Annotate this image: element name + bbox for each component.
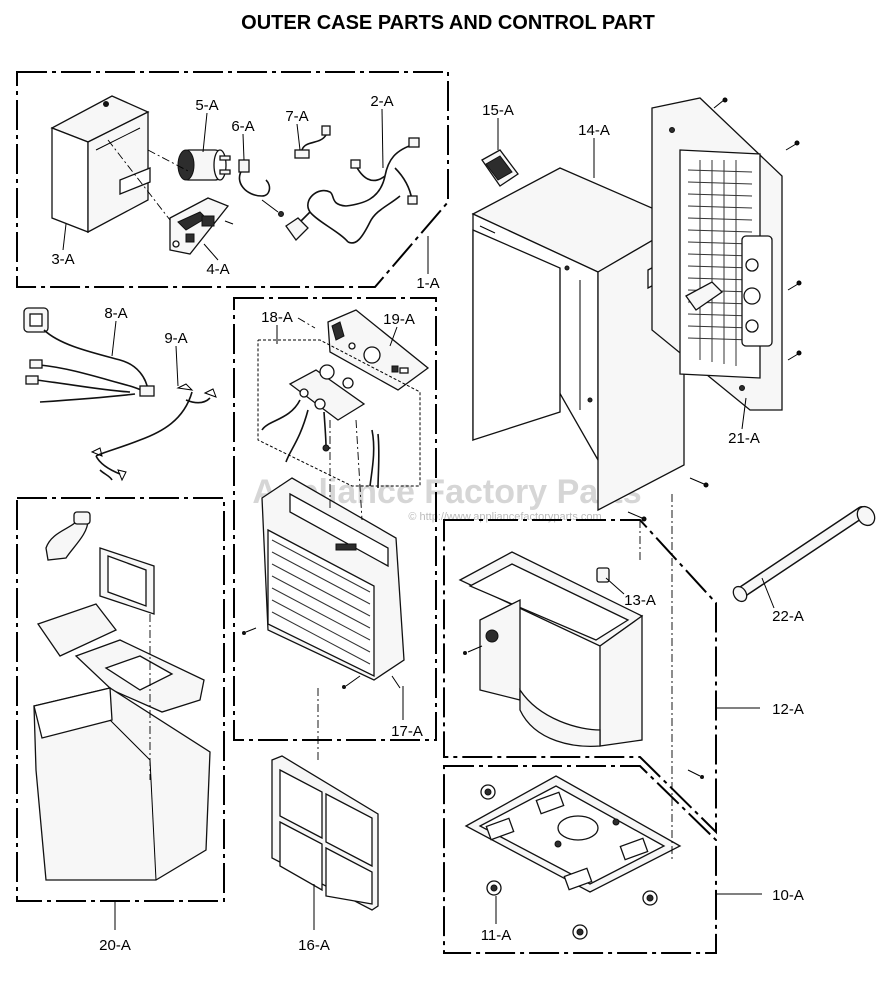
part-7a-wire: [294, 125, 331, 159]
centerlines: [107, 139, 673, 860]
group-box-17a: [233, 297, 437, 741]
part-12a-frame: [458, 551, 704, 779]
page-title: OUTER CASE PARTS AND CONTROL PART: [241, 12, 655, 34]
part-11a-casters: [480, 784, 658, 940]
label-20a: 20-A: [99, 937, 131, 954]
label-15a: 15-A: [482, 102, 514, 119]
part-18a-control-assy: [257, 339, 421, 489]
label-17a: 17-A: [391, 723, 423, 740]
part-16a-filter: [271, 755, 379, 911]
watermark-url: © http://www.appliancefactoryparts.com: [408, 511, 601, 523]
label-22a: 22-A: [772, 608, 804, 625]
part-19a-panel-plate: [327, 309, 430, 391]
leader-lines: [62, 108, 775, 930]
label-10a: 10-A: [772, 887, 804, 904]
label-18a: 18-A: [261, 309, 293, 326]
label-7a: 7-A: [285, 108, 308, 125]
label-5a: 5-A: [195, 97, 218, 114]
label-2a: 2-A: [370, 93, 393, 110]
label-3a: 3-A: [51, 251, 74, 268]
label-6a: 6-A: [231, 118, 254, 135]
part-9a-harness: [90, 383, 217, 482]
label-19a: 19-A: [383, 311, 415, 328]
part-2a-power-cord: [285, 137, 420, 244]
part-15a-handle: [481, 149, 519, 187]
part-22a-hose: [732, 505, 876, 603]
label-11a: 11-A: [481, 927, 512, 944]
part-8a-harness: [23, 307, 155, 403]
part-10a-base: [464, 775, 682, 893]
label-8a: 8-A: [104, 305, 127, 322]
part-21a-rear-panel: [627, 97, 802, 522]
group-box-1a: [16, 71, 449, 288]
label-1a: 1-A: [416, 275, 439, 292]
group-box-10a: [443, 765, 717, 954]
part-17a-front-panel: [242, 477, 405, 689]
label-9a: 9-A: [164, 330, 187, 347]
part-labels: 5-A 6-A 7-A 2-A 3-A 4-A 1-A 8-A 9-A 18-A…: [51, 93, 804, 954]
part-4a-board: [169, 197, 234, 255]
label-12a: 12-A: [772, 701, 804, 718]
part-20a-bucket: [33, 511, 211, 881]
part-14a-cabinet: [471, 167, 686, 512]
label-16a: 16-A: [298, 937, 330, 954]
label-21a: 21-A: [728, 430, 760, 447]
part-3a-bracket: [50, 95, 151, 234]
group-box-20a: [16, 497, 225, 902]
part-5a-capacitor: [177, 149, 231, 181]
part-6a-clamp: [238, 159, 284, 217]
label-14a: 14-A: [578, 122, 610, 139]
label-13a: 13-A: [624, 592, 656, 609]
label-4a: 4-A: [206, 261, 229, 278]
